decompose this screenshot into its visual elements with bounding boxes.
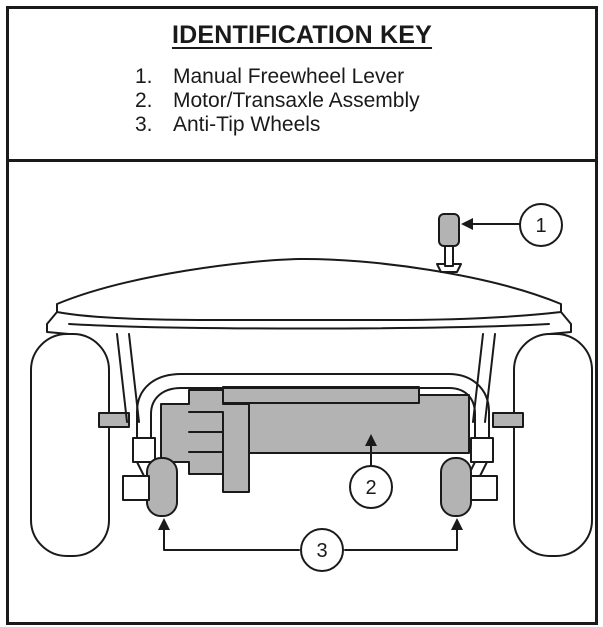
anti-tip-hub-right	[470, 475, 498, 501]
diagram-frame: IDENTIFICATION KEY 1. Manual Freewheel Le…	[6, 6, 598, 625]
transaxle-upper-plate	[222, 386, 420, 404]
frame-strut-left	[116, 333, 140, 423]
shroud-lower-edge	[68, 323, 550, 330]
frame-strut-right	[472, 333, 496, 423]
key-item: 3. Anti-Tip Wheels	[135, 113, 420, 137]
key-divider	[9, 159, 595, 162]
arrowhead-3-left	[158, 518, 170, 530]
arrowhead-2	[365, 434, 377, 446]
motor-housing	[160, 389, 250, 493]
callout-circle-1	[519, 203, 563, 247]
callout-label-2: 2	[365, 477, 376, 499]
key-item: 2. Motor/Transaxle Assembly	[135, 89, 420, 113]
key-item-label: Anti-Tip Wheels	[173, 113, 321, 136]
key-item-number: 2.	[135, 89, 153, 112]
axle-left	[98, 412, 130, 428]
freewheel-lever-handle	[438, 213, 460, 247]
wheelchair-rear-view-drawing: 1 2 3	[30, 203, 593, 572]
drive-wheel-left	[30, 333, 110, 557]
axle-right	[492, 412, 524, 428]
drive-wheel-right	[513, 333, 593, 557]
key-item-number: 1.	[135, 65, 153, 88]
key-title: IDENTIFICATION KEY	[171, 21, 433, 49]
arrowhead-1	[461, 218, 473, 230]
leader-line-3	[163, 524, 458, 551]
seat-shroud	[56, 257, 562, 321]
key-item-label: Manual Freewheel Lever	[173, 65, 405, 88]
key-item: 1. Manual Freewheel Lever	[135, 65, 420, 89]
callout-circle-2	[349, 465, 393, 509]
callout-label-1: 1	[535, 215, 546, 237]
key-list: 1. Manual Freewheel Lever 2. Motor/Transax…	[135, 65, 420, 137]
anti-tip-hub-left	[122, 475, 150, 501]
arrowhead-3-right	[451, 518, 463, 530]
anti-tip-wheel-right	[440, 457, 472, 517]
key-item-label: Motor/Transaxle Assembly	[173, 89, 420, 112]
key-item-number: 3.	[135, 113, 153, 136]
identification-key: IDENTIFICATION KEY 1. Manual Freewheel Le…	[9, 9, 595, 159]
anti-tip-wheel-left	[146, 457, 178, 517]
rear-frame-inner	[150, 387, 476, 443]
callout-label-3: 3	[316, 540, 327, 562]
callout-circle-3	[300, 528, 344, 572]
rear-frame-outer	[136, 373, 490, 443]
motor-detail	[188, 411, 224, 475]
